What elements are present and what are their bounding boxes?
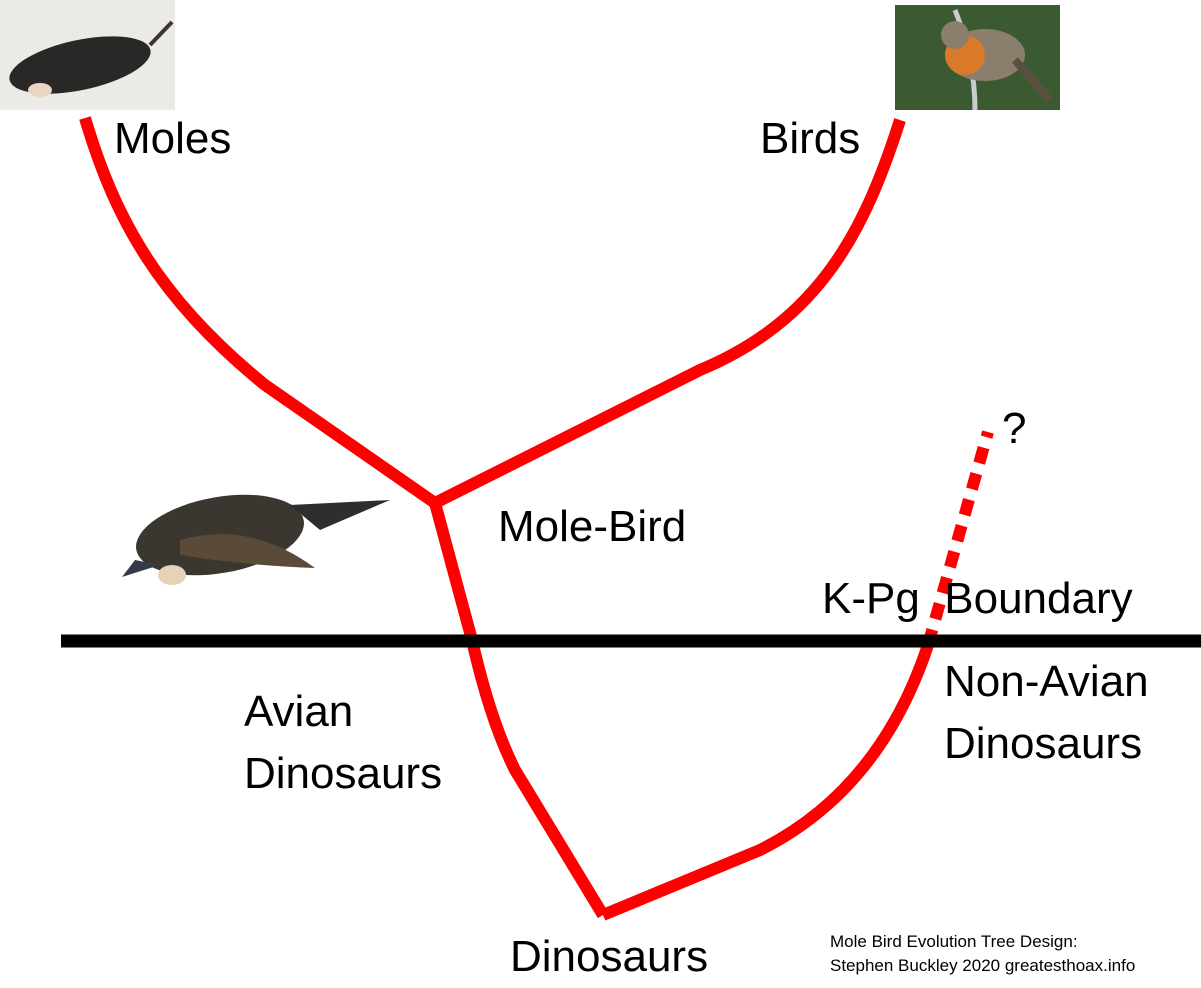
label-mole-bird: Mole-Bird [498,502,687,551]
label-kpg-boundary: K-Pg Boundary [822,574,1133,623]
label-non-avian-2: Dinosaurs [944,719,1143,768]
non-avian-branch [600,643,934,921]
moles-branch [79,116,439,508]
credit-line-2: Stephen Buckley 2020 greatesthoax.info [830,956,1136,975]
robin-photo [895,5,1060,111]
credit: Mole Bird Evolution Tree Design: Stephen… [830,930,1135,978]
mole-photo [0,0,175,110]
mole-bird-composite [122,494,390,585]
label-avian-1: Avian [244,687,354,736]
birds-branch [432,118,906,509]
label-birds: Birds [760,114,861,163]
label-question: ? [1002,404,1027,453]
label-dinosaurs: Dinosaurs [510,932,709,981]
avian-trunk [429,501,609,919]
label-avian-2: Dinosaurs [244,749,443,798]
credit-line-1: Mole Bird Evolution Tree Design: [830,932,1078,951]
label-non-avian-1: Non-Avian [944,657,1149,706]
dotted-branch [922,430,994,647]
label-moles: Moles [114,114,232,163]
